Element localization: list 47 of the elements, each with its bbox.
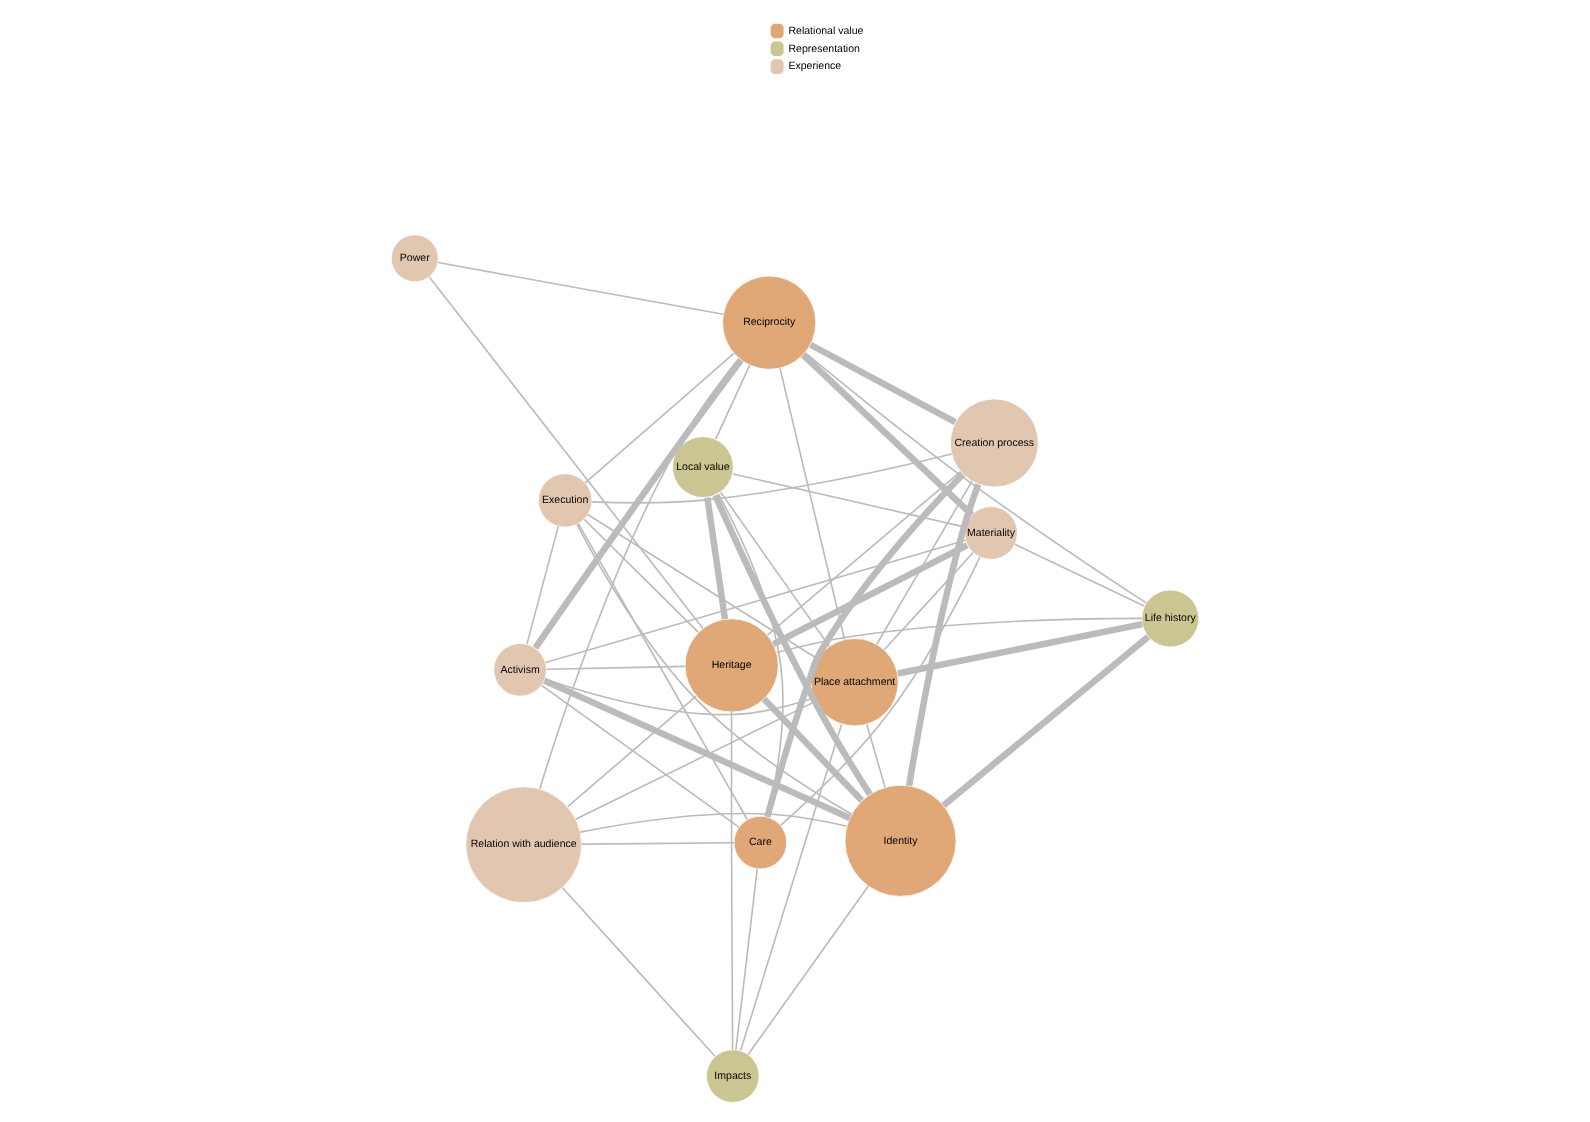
connector [576, 523, 853, 816]
connector [544, 678, 815, 716]
connector [735, 867, 759, 1051]
connector [875, 480, 973, 646]
connector [545, 665, 686, 671]
connector [804, 351, 1147, 604]
connector [941, 634, 1151, 808]
connector [526, 525, 560, 645]
connector [883, 551, 974, 651]
connector [561, 886, 716, 1058]
connector [800, 352, 975, 518]
connector [542, 677, 852, 821]
connector [574, 700, 816, 821]
connector [712, 494, 873, 797]
connector [779, 556, 981, 827]
connector [590, 453, 953, 504]
connector [866, 723, 886, 789]
connector [739, 723, 843, 1052]
connector [897, 621, 1143, 677]
connector [539, 357, 740, 790]
connector [577, 522, 749, 821]
connector [544, 539, 967, 664]
connector [704, 497, 729, 620]
connector [764, 472, 966, 818]
connector [732, 473, 967, 528]
connector [428, 276, 704, 630]
connector [580, 842, 735, 845]
connector [771, 542, 969, 648]
connector [761, 696, 865, 803]
connector [437, 261, 725, 316]
connector [747, 885, 869, 1056]
connector [808, 341, 957, 425]
connector [579, 812, 848, 833]
connector [584, 352, 735, 484]
connector [583, 518, 700, 634]
connector [1014, 543, 1146, 607]
connector [532, 358, 744, 650]
connector [775, 617, 1143, 654]
connector [719, 491, 831, 648]
connector [586, 513, 819, 660]
connector [714, 364, 751, 440]
connector [540, 684, 740, 828]
connector [766, 470, 962, 636]
connector [779, 367, 846, 641]
connector [730, 711, 734, 1051]
connector [566, 695, 697, 808]
connector [905, 483, 982, 787]
